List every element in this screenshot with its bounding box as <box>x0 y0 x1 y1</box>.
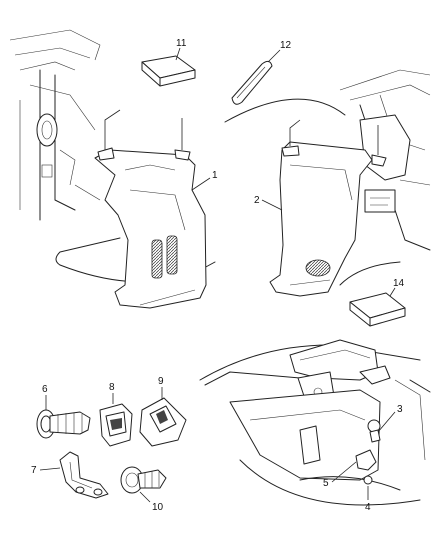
callout-7: 7 <box>31 465 37 476</box>
callout-8: 8 <box>109 382 115 393</box>
part-14-pad <box>349 287 406 327</box>
rear-body-detail <box>199 339 431 506</box>
left-quarter-trim-assembly <box>9 29 216 309</box>
callout-9: 9 <box>158 376 164 387</box>
callout-14: 14 <box>393 278 405 289</box>
leader-1 <box>191 177 211 191</box>
part-10-push-pin <box>120 466 167 503</box>
callout-4: 4 <box>365 502 371 513</box>
callout-5: 5 <box>323 478 329 489</box>
leader-2 <box>261 199 283 211</box>
part-7-bracket <box>39 451 109 499</box>
part-8-clip <box>99 393 133 447</box>
part-11-pad <box>141 47 196 87</box>
callout-10: 10 <box>152 502 164 513</box>
callout-11: 11 <box>176 38 187 49</box>
callout-2: 2 <box>254 195 260 206</box>
callout-3: 3 <box>397 404 403 415</box>
callout-1: 1 <box>212 170 218 181</box>
callout-6: 6 <box>42 384 48 395</box>
part-12-strap <box>231 49 281 105</box>
part-5-bracket <box>355 449 377 471</box>
part-4-screw <box>363 475 373 485</box>
right-quarter-trim-assembly <box>224 69 431 297</box>
part-9-clip <box>139 387 187 447</box>
part-3-clip <box>369 429 381 443</box>
part-6-push-pin <box>36 395 91 439</box>
callout-12: 12 <box>280 40 292 51</box>
